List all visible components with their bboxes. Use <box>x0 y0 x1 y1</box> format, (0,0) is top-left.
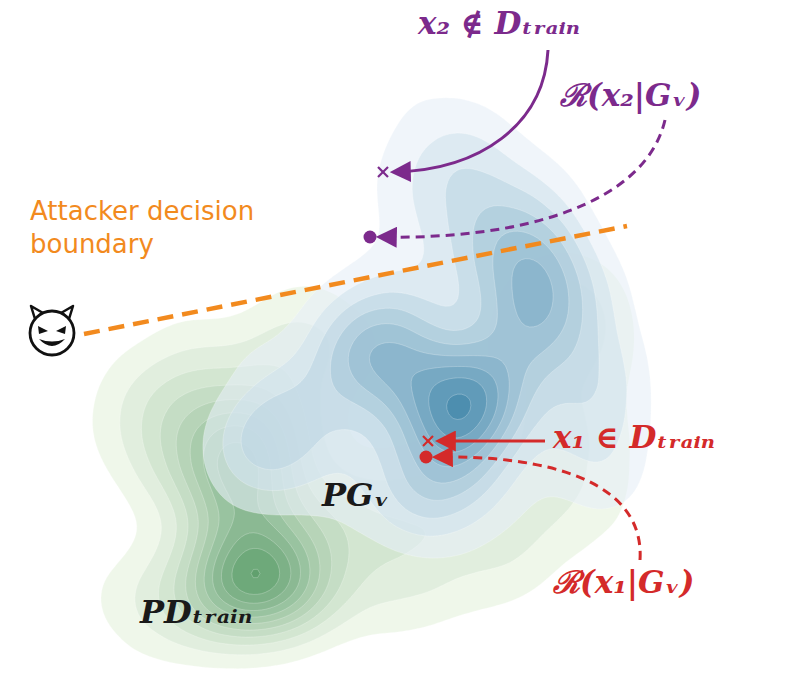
devil-horn <box>61 306 73 319</box>
contour-level <box>221 533 290 604</box>
devil-eye <box>56 326 66 334</box>
boundary-label: Attacker decision boundary <box>30 195 330 260</box>
density-contours <box>200 70 660 570</box>
contour-level <box>203 98 651 558</box>
contour-level <box>330 206 582 501</box>
devil-face <box>30 311 74 355</box>
decision-boundary-line <box>84 226 627 334</box>
cross-marker <box>423 436 433 446</box>
devil-horn <box>31 306 43 319</box>
sample-label: x₂ ∉ Dₜᵣₐᵢₙ <box>418 6 580 42</box>
reconstruction-label: ℛ(x₂|Gᵥ) <box>560 78 701 114</box>
cross-marker <box>378 167 388 177</box>
x1-point <box>423 436 433 446</box>
density-region: PGᵥ <box>200 70 660 570</box>
attacker-icon <box>30 306 74 355</box>
contour-level <box>447 394 471 419</box>
cross-marker <box>378 167 388 177</box>
reconstruction-dot <box>364 231 377 244</box>
reconstruction-dot <box>420 451 433 464</box>
devil-eye <box>38 326 48 334</box>
contour-level <box>411 366 498 452</box>
contour-level <box>232 548 280 594</box>
distribution-label: PDₜᵣₐᵢₙ <box>140 595 252 630</box>
cross-marker <box>423 436 433 446</box>
distribution-label: PGᵥ <box>322 478 389 513</box>
leader-arrow-dashed <box>436 457 640 560</box>
leader-arrow <box>394 50 548 172</box>
contour-level <box>429 378 487 438</box>
contour-level <box>241 168 599 518</box>
contour-level <box>369 259 553 467</box>
contour-level <box>348 231 569 483</box>
reconstruction-label: ℛ(x₁|Gᵥ) <box>553 565 694 601</box>
devil-grin <box>39 339 65 346</box>
leader-arrow-dashed <box>380 120 665 237</box>
contour-level <box>251 569 260 577</box>
sample-label: x₁ ∈ Dₜᵣₐᵢₙ <box>553 420 715 456</box>
contour-level <box>223 133 627 536</box>
leader-arrow <box>439 440 545 443</box>
x2-point <box>378 167 388 177</box>
